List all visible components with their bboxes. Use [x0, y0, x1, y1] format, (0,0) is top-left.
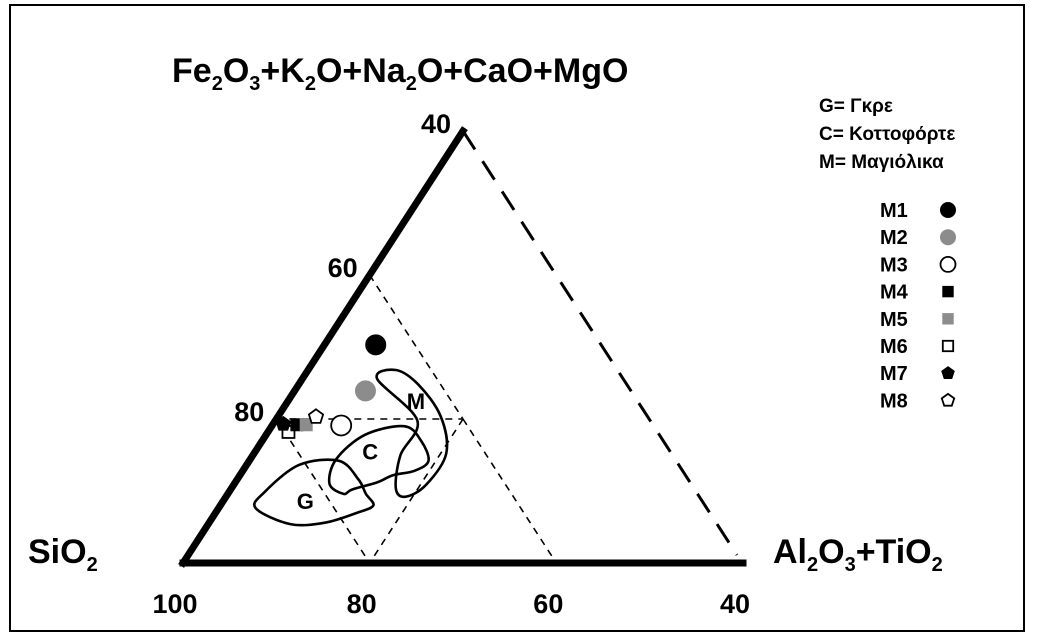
legend-marker — [942, 285, 954, 298]
field-label-g: G — [297, 489, 314, 514]
field-code-entry: G= Γκρε — [819, 96, 893, 117]
data-point-m8 — [307, 408, 325, 424]
top-apex-label: Fe2O3+K2O+Na2O+CaO+MgO — [172, 52, 628, 95]
legend-entry-m2: M2 — [880, 227, 956, 249]
legend-entry-m3: M3 — [880, 254, 957, 276]
data-point-m1 — [365, 334, 387, 356]
bottom-axis-tick-labels: 100 80 60 40 — [152, 589, 750, 619]
data-point-m5 — [299, 418, 313, 432]
field-label-m: M — [407, 389, 425, 414]
field-outline-g — [252, 458, 375, 527]
left-edge — [178, 126, 468, 568]
legend-marker — [940, 202, 956, 218]
field-label-c: C — [362, 439, 378, 464]
legend-marker — [941, 339, 955, 353]
data-point-m7 — [275, 415, 292, 431]
sample-points — [275, 334, 387, 439]
triangle-edges — [178, 126, 747, 568]
legend-entry-label: M2 — [880, 227, 908, 249]
grid-line — [368, 274, 464, 420]
legend-entry-label: M8 — [880, 390, 908, 412]
bottom-tick-label: 100 — [152, 589, 197, 619]
field-outlines: M C G — [252, 368, 449, 527]
legend-entry-label: M4 — [880, 282, 909, 304]
left-tick-label: 80 — [234, 397, 264, 427]
legend-entry-label: M5 — [880, 309, 908, 331]
legend-entry-m8: M8 — [880, 390, 956, 412]
bottom-tick-label: 80 — [347, 589, 377, 619]
legend-entry-m4: M4 — [880, 282, 954, 304]
field-code-entry: C= Κοττοφόρτε — [819, 124, 955, 145]
left-tick-label: 60 — [328, 253, 358, 283]
field-outline-c — [327, 424, 430, 496]
data-point-m3 — [330, 414, 353, 437]
legend-entry-label: M7 — [880, 363, 908, 385]
field-code-entry: M= Μαγιόλικα — [819, 152, 944, 173]
grid-line — [275, 418, 371, 564]
legend-entry-label: M6 — [880, 336, 908, 358]
figure-frame — [9, 4, 1025, 632]
legend-entry-label: M1 — [880, 200, 908, 222]
data-point-m2 — [354, 380, 376, 402]
bottom-tick-label: 40 — [720, 589, 750, 619]
legend-entry-m5: M5 — [880, 309, 954, 331]
grid-line — [462, 418, 558, 564]
legend-marker — [940, 229, 956, 246]
legend-marker — [939, 255, 957, 273]
left-apex-label: SiO2 — [28, 533, 98, 576]
left-axis-tick-labels: 40 60 80 — [234, 109, 451, 427]
right-apex-label: Al2O3+TiO2 — [773, 533, 943, 576]
legend-entry-label: M3 — [880, 254, 908, 276]
legend-entry-m1: M1 — [880, 200, 956, 222]
legend-marker — [942, 313, 954, 325]
right-edge — [461, 130, 739, 556]
legend-entry-m7: M7 — [880, 363, 955, 385]
left-tick-label: 40 — [421, 109, 451, 139]
grid-line — [368, 418, 464, 564]
bottom-tick-label: 60 — [533, 589, 563, 619]
legend-marker — [940, 392, 956, 407]
field-code-legend: G= Γκρε C= Κοττοφόρτε M= Μαγιόλικα — [819, 96, 955, 173]
field-outline-m — [375, 368, 449, 499]
legend-marker — [941, 366, 955, 379]
legend-entry-m6: M6 — [880, 336, 955, 358]
